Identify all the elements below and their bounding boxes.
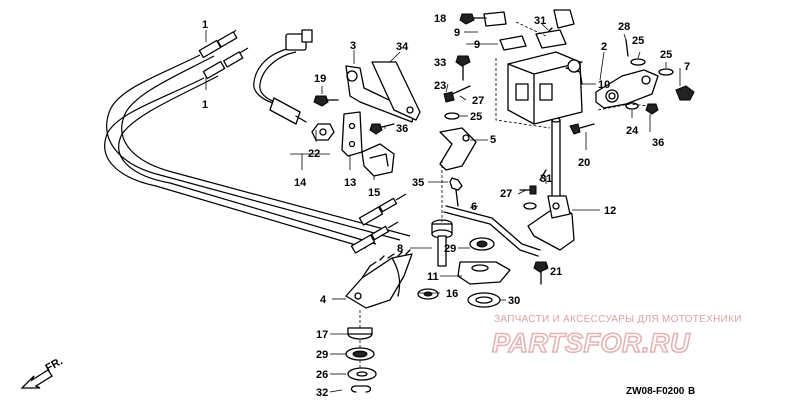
front-label: FR.	[44, 355, 65, 374]
watermark: ЗАПЧАСТИ И АКСЕССУАРЫ ДЛЯ МОТОТЕХНИКИ PA…	[491, 314, 742, 359]
callout-7: 7	[684, 61, 690, 73]
watermark-site: PARTSFOR.RU	[492, 328, 691, 358]
control-box	[443, 9, 583, 125]
callout-22: 22	[308, 148, 320, 160]
callout-16: 16	[446, 288, 458, 300]
lever-assembly	[457, 261, 549, 308]
callout-9-lower: 9	[474, 39, 480, 51]
guide-line	[495, 58, 551, 129]
diagram-code-text: ZW08-F0200	[626, 386, 685, 397]
callout-4: 4	[320, 294, 327, 306]
callout-29-upper: 29	[444, 243, 456, 255]
callout-25-right: 25	[660, 49, 672, 61]
callout-labels: 1 1 2 3 4 5 6 7 8 9 9 10 11 12 13 14 15 …	[202, 13, 690, 399]
callout-9-upper: 9	[454, 27, 460, 39]
callout-1-lower: 1	[202, 99, 208, 111]
callout-18: 18	[434, 13, 446, 25]
callout-36-left: 36	[396, 123, 408, 135]
control-link	[439, 127, 541, 257]
callout-29-lower: 29	[316, 349, 328, 361]
guide-line	[515, 21, 547, 37]
callout-31-upper: 31	[534, 15, 546, 27]
callout-26: 26	[316, 369, 328, 381]
callout-21: 21	[550, 266, 562, 278]
callout-12: 12	[604, 205, 616, 217]
callout-15: 15	[368, 187, 380, 199]
callout-14: 14	[294, 177, 307, 189]
callout-13: 13	[344, 177, 356, 189]
callout-27-upper: 27	[472, 95, 484, 107]
diagram-code-suffix: B	[688, 386, 695, 397]
neutral-switch-assembly	[253, 29, 335, 141]
callout-27-lower: 27	[500, 188, 512, 200]
callout-19: 19	[314, 73, 326, 85]
arm-shaft-assembly	[519, 117, 595, 251]
callout-11: 11	[427, 271, 439, 283]
callout-36-right: 36	[652, 137, 664, 149]
guide-line	[597, 103, 649, 111]
diagram-code: ZW08-F0200 B	[626, 386, 695, 397]
callout-30: 30	[508, 295, 520, 307]
callout-23: 23	[434, 80, 446, 92]
callout-25-mid: 25	[470, 111, 482, 123]
callout-3: 3	[350, 40, 356, 52]
callout-34: 34	[396, 41, 409, 53]
callout-17: 17	[316, 329, 328, 341]
callout-35: 35	[412, 177, 424, 189]
callout-24: 24	[626, 125, 639, 137]
callout-32: 32	[316, 387, 328, 399]
watermark-tagline: ЗАПЧАСТИ И АКСЕССУАРЫ ДЛЯ МОТОТЕХНИКИ	[494, 314, 742, 325]
callout-6: 6	[471, 201, 477, 213]
callout-10: 10	[598, 79, 610, 91]
bracket-parts	[313, 61, 421, 177]
leader-lines	[205, 23, 681, 393]
callout-1-upper: 1	[202, 19, 208, 31]
callout-8: 8	[397, 243, 403, 255]
callout-31-lower: 31	[540, 173, 552, 185]
callout-2: 2	[601, 41, 607, 53]
callout-20: 20	[578, 157, 590, 169]
throttle-cable-assembly	[104, 29, 411, 254]
front-direction-marker: FR.	[20, 355, 65, 389]
callout-25-top: 25	[632, 35, 644, 47]
cam-parts	[595, 39, 695, 115]
callout-28: 28	[618, 21, 630, 33]
callout-33: 33	[434, 57, 446, 69]
callout-5: 5	[490, 134, 496, 146]
